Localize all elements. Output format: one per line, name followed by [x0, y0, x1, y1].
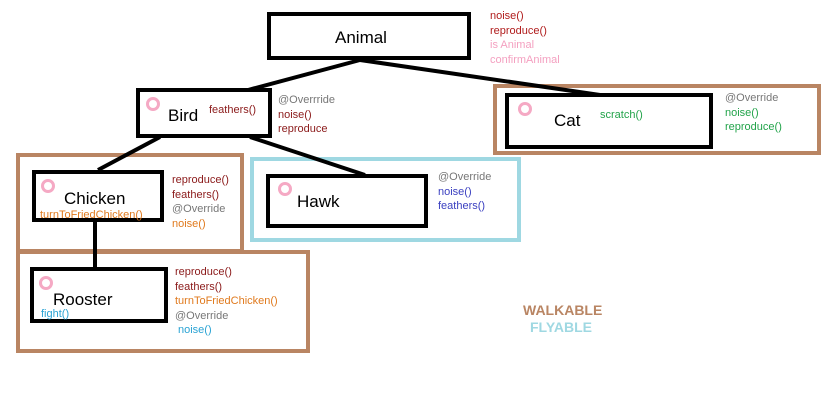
flyable-group-hawk — [250, 157, 521, 242]
edge-animal-cat — [359, 58, 601, 97]
chicken-inner-note: turnToFriedChicken() — [40, 209, 143, 221]
chicken-note-reproduce: reproduce() — [172, 174, 229, 186]
hawk-notes: @Override noise() feathers() — [438, 170, 491, 214]
cat-node: Cat scratch() — [505, 93, 713, 149]
walkable-group-rooster — [16, 250, 310, 353]
walkable-group-cat — [493, 84, 821, 155]
animal-note-reproduce: reproduce() — [490, 24, 547, 37]
interface-circle-icon — [41, 179, 55, 193]
animal-node: Animal — [267, 12, 471, 60]
edge-animal-bird — [247, 58, 361, 92]
chicken-note-noise: noise() — [172, 217, 206, 230]
rooster-note-override: @Override — [175, 309, 229, 322]
legend-flyable: FLYABLE — [530, 319, 592, 335]
chicken-note-feathers: feathers() — [172, 188, 220, 201]
animal-note-noise: noise() — [490, 10, 524, 22]
rooster-note-fried: turnToFriedChicken() — [175, 295, 278, 307]
bird-note-noise: noise() — [278, 108, 312, 121]
cat-label: Cat — [554, 111, 581, 130]
interface-circle-icon — [518, 102, 532, 116]
rooster-inner-note: fight() — [41, 308, 70, 320]
animal-note-is-animal: is Animal — [490, 39, 535, 51]
bird-label: Bird — [168, 106, 199, 125]
rooster-note-feathers: feathers() — [175, 280, 223, 293]
hawk-note-override: @Override — [438, 171, 492, 183]
rooster-note-noise: noise() — [178, 324, 212, 336]
bird-notes: @Overrride noise() reproduce — [278, 93, 335, 137]
chicken-node: Chicken turnToFriedChicken() — [32, 170, 164, 222]
animal-notes: noise() reproduce() is Animal confirmAni… — [490, 9, 560, 67]
rooster-notes: reproduce() feathers() turnToFriedChicke… — [175, 265, 278, 338]
animal-label: Animal — [335, 28, 387, 47]
cat-note-override: @Override — [725, 92, 779, 104]
animal-note-confirm-animal: confirmAnimal — [490, 53, 560, 66]
cat-notes: @Override noise() reproduce() — [725, 91, 782, 135]
rooster-label: Rooster — [53, 290, 113, 309]
chicken-note-override: @Override — [172, 203, 226, 215]
hawk-note-noise: noise() — [438, 185, 472, 198]
bird-note-override: @Overrride — [278, 94, 336, 106]
edge-bird-hawk — [249, 135, 366, 177]
rooster-node: Rooster fight() — [30, 267, 168, 323]
hawk-node: Hawk — [266, 174, 428, 228]
cat-side-note: scratch() — [600, 109, 643, 121]
hawk-note-feathers: feathers() — [438, 200, 486, 212]
interface-circle-icon — [146, 97, 160, 111]
cat-note-reproduce: reproduce() — [725, 121, 782, 133]
interface-circle-icon — [278, 182, 292, 196]
cat-note-noise: noise() — [725, 106, 759, 119]
rooster-note-reproduce: reproduce() — [175, 266, 232, 278]
legend-walkable: WALKABLE — [523, 302, 603, 318]
interface-circle-icon — [39, 276, 53, 290]
bird-side-note: feathers() — [209, 104, 257, 116]
hawk-label: Hawk — [297, 192, 340, 211]
bird-node: Bird feathers() — [136, 88, 272, 138]
chicken-label: Chicken — [64, 189, 126, 208]
chicken-notes: reproduce() feathers() @Override noise() — [172, 173, 229, 231]
bird-note-reproduce: reproduce — [278, 123, 328, 135]
edge-bird-chicken — [97, 135, 161, 172]
